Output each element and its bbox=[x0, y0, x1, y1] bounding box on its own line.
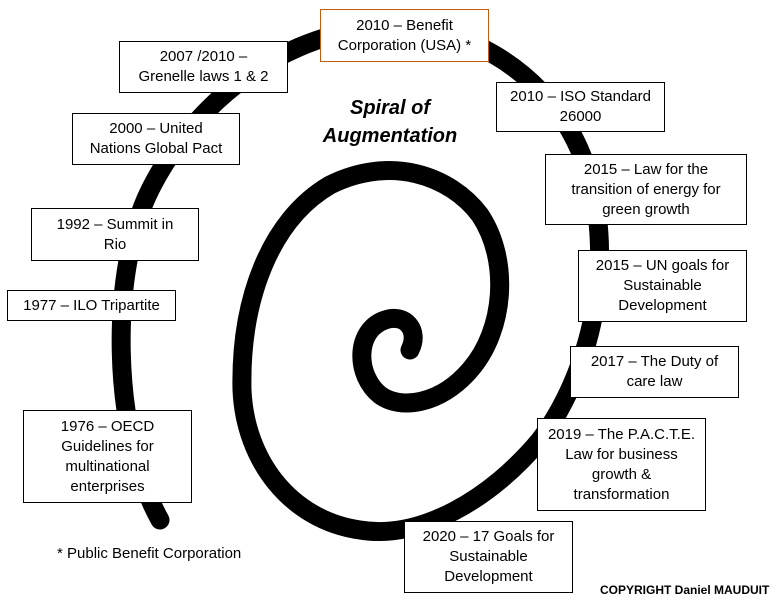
milestone-1992-rio-summit: 1992 – Summit in Rio bbox=[31, 208, 199, 261]
copyright-notice: COPYRIGHT Daniel MAUDUIT bbox=[600, 583, 770, 597]
milestone-1976-oecd-guidelines: 1976 – OECD Guidelines for multinational… bbox=[23, 410, 192, 503]
milestone-2010-iso-26000: 2010 – ISO Standard 26000 bbox=[496, 82, 665, 132]
milestone-2010-benefit-corporation: 2010 – Benefit Corporation (USA) * bbox=[320, 9, 489, 62]
milestone-2017-duty-of-care: 2017 – The Duty of care law bbox=[570, 346, 739, 398]
milestone-2020-17-goals: 2020 – 17 Goals for Sustainable Developm… bbox=[404, 521, 573, 593]
milestone-2019-pacte-law: 2019 – The P.A.C.T.E. Law for business g… bbox=[537, 418, 706, 511]
milestone-2000-global-pact: 2000 – United Nations Global Pact bbox=[72, 113, 240, 165]
milestone-2007-grenelle-laws: 2007 /2010 – Grenelle laws 1 & 2 bbox=[119, 41, 288, 93]
milestone-2015-energy-transition-law: 2015 – Law for the transition of energy … bbox=[545, 154, 747, 225]
milestone-2015-un-goals: 2015 – UN goals for Sustainable Developm… bbox=[578, 250, 747, 322]
diagram-title: Spiral of Augmentation bbox=[322, 97, 458, 147]
footnote: * Public Benefit Corporation bbox=[57, 545, 242, 562]
milestone-1977-ilo-tripartite: 1977 – ILO Tripartite bbox=[7, 290, 176, 321]
